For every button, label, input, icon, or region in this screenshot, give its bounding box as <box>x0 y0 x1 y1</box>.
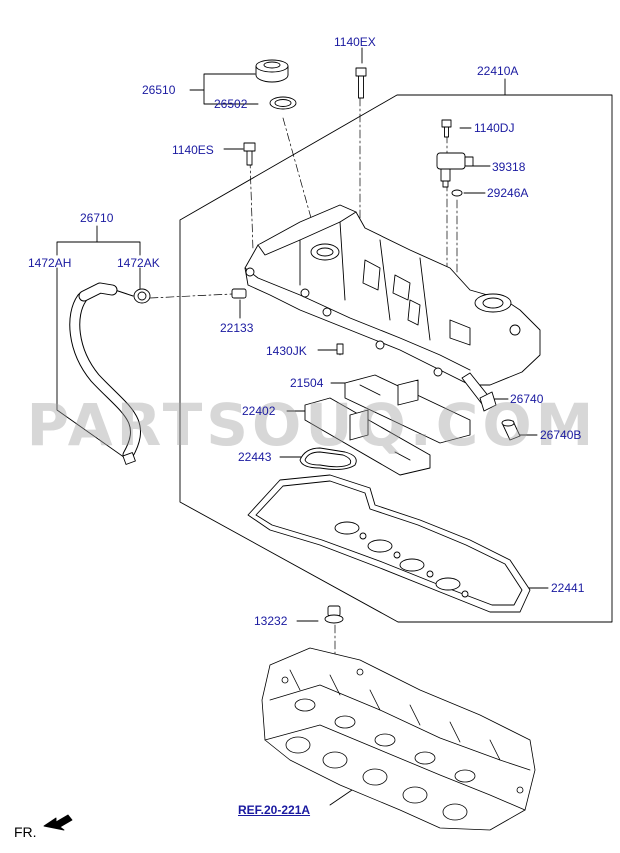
baffle-plate <box>344 374 471 444</box>
part-label-22443[interactable]: 22443 <box>238 450 272 464</box>
hose-clamp <box>133 288 151 304</box>
part-label-26710[interactable]: 26710 <box>80 211 114 225</box>
part-label-1472AH[interactable]: 1472AH <box>28 256 72 270</box>
pcv-valve-cap <box>501 419 521 441</box>
rocker-cover-gasket <box>247 474 531 613</box>
part-label-29246A[interactable]: 29246A <box>487 186 529 200</box>
part-label-22402[interactable]: 22402 <box>242 404 276 418</box>
part-label-1140EX[interactable]: 1140EX <box>334 35 376 49</box>
front-indicator-label: FR. <box>14 824 37 840</box>
watermark: PARTSOUQ.COM <box>26 391 598 459</box>
baffle-gasket <box>299 447 357 470</box>
part-label-13232[interactable]: 13232 <box>254 614 288 628</box>
part-label-22441[interactable]: 22441 <box>551 581 585 595</box>
front-arrow <box>43 814 73 831</box>
part-label-22410A[interactable]: 22410A <box>477 64 519 78</box>
part-label-1140DJ[interactable]: 1140DJ <box>474 121 515 135</box>
cylinder-head <box>261 647 536 831</box>
part-label-1140ES[interactable]: 1140ES <box>172 143 214 157</box>
rocker-cover <box>244 204 541 386</box>
baffle-lower <box>304 397 431 476</box>
part-label-1430JK[interactable]: 1430JK <box>266 344 307 358</box>
pcv-fitting <box>231 288 247 299</box>
part-label-22133[interactable]: 22133 <box>220 321 254 335</box>
part-label-1472AK[interactable]: 1472AK <box>117 256 160 270</box>
cam-position-sensor <box>436 152 474 188</box>
bolt-1140EX <box>355 67 367 99</box>
pcv-valve <box>461 372 497 412</box>
bolt-1140ES <box>243 142 256 166</box>
plug-13232 <box>324 605 344 624</box>
pin-1430JK <box>336 343 344 355</box>
part-label-26510[interactable]: 26510 <box>142 83 176 97</box>
assembly-outline <box>179 94 613 623</box>
filler-cap-gasket <box>269 96 297 110</box>
oil-filler-cap <box>255 59 289 83</box>
reference-link[interactable]: REF.20-221A <box>238 803 311 817</box>
breather-hose <box>69 282 141 465</box>
part-label-39318[interactable]: 39318 <box>492 160 526 174</box>
part-label-26502[interactable]: 26502 <box>214 97 248 111</box>
part-label-21504[interactable]: 21504 <box>290 376 324 390</box>
sensor-o-ring <box>451 189 463 197</box>
bolt-1140DJ <box>441 119 452 138</box>
part-label-26740B[interactable]: 26740B <box>540 428 582 442</box>
part-label-26740[interactable]: 26740 <box>510 392 544 406</box>
